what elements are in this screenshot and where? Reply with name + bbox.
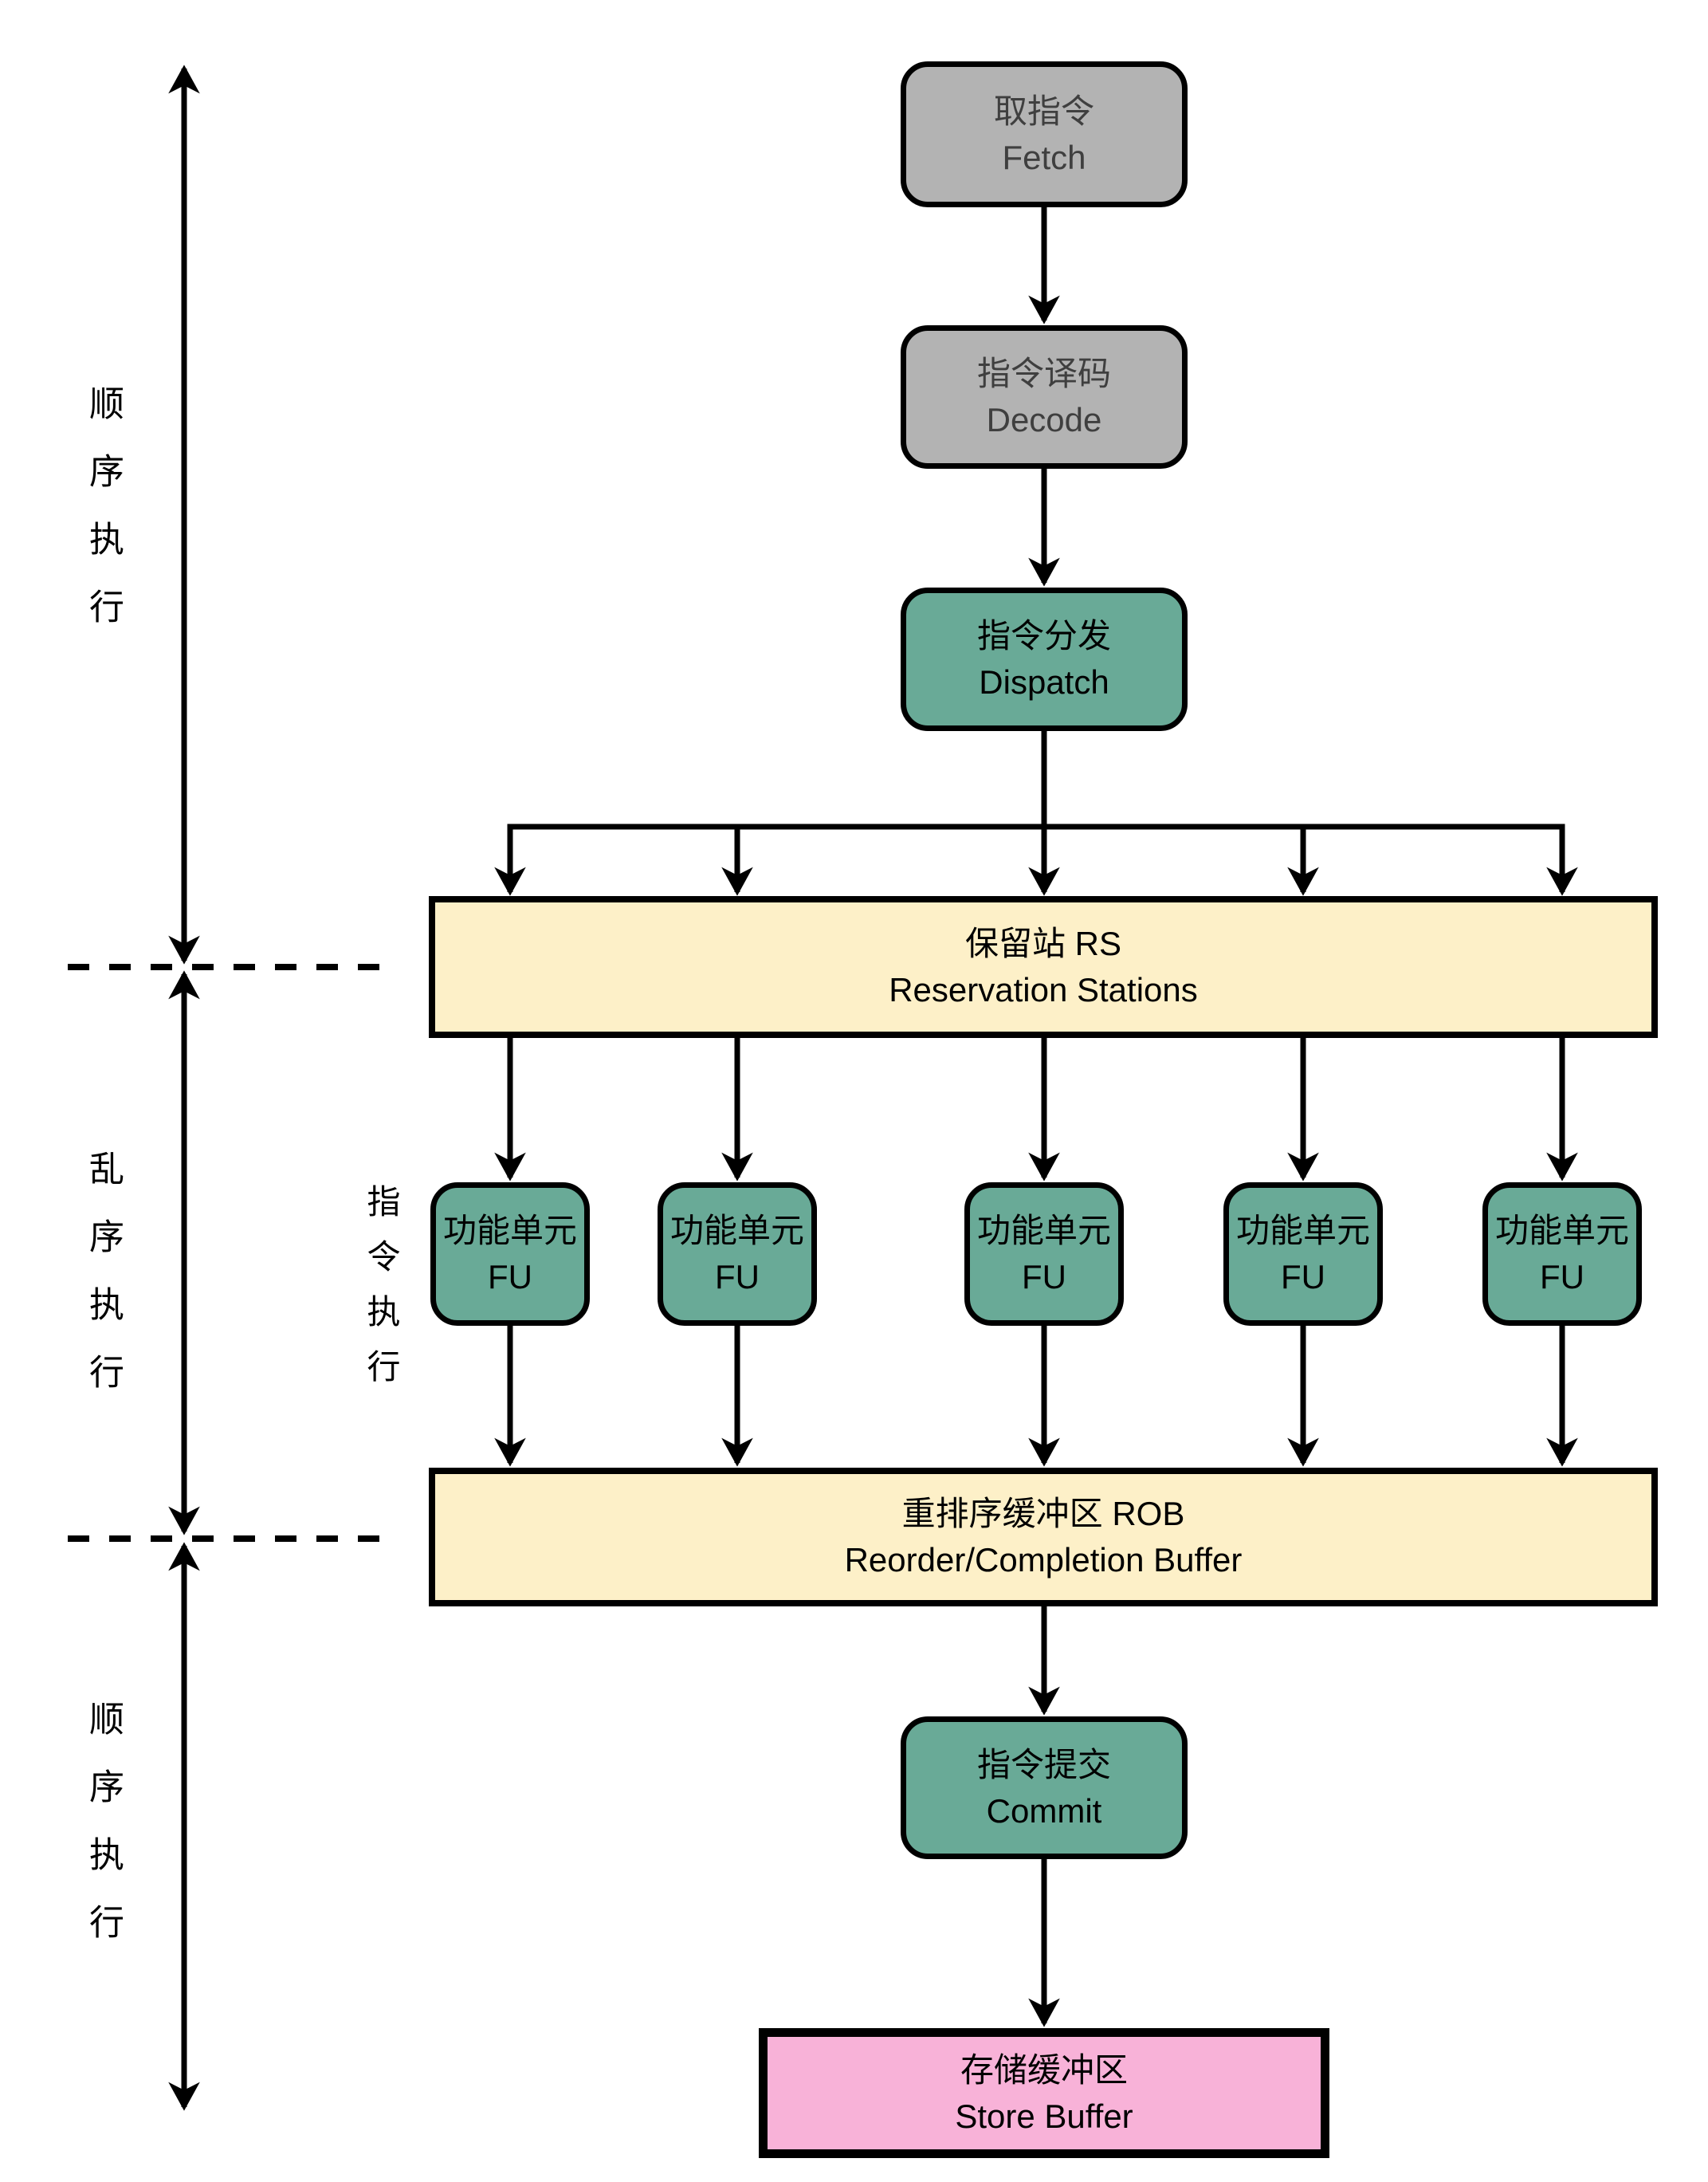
node-fu-3-label-zh: 功能单元 [976,1212,1111,1250]
node-dispatch-label-zh: 指令分发 [976,617,1111,655]
node-rob-label-zh: 重排序缓冲区 ROB [901,1495,1185,1533]
label-out-of-order: 乱序执行 [84,1150,123,1421]
node-rs-label-en: Reservation Stations [889,971,1198,1008]
node-dispatch-label-en: Dispatch [979,663,1109,701]
node-fetch-label-zh: 取指令 [993,92,1094,130]
node-fu-5-label-en: FU [1540,1258,1584,1295]
node-rs-label-zh: 保留站 RS [964,925,1121,963]
node-decode: 指令译码 Decode [901,325,1188,469]
node-fu-1-label-en: FU [488,1258,532,1295]
node-fu-1: 功能单元 FU [430,1182,590,1326]
node-fu-4-label-zh: 功能单元 [1235,1212,1370,1250]
node-reorder-buffer: 重排序缓冲区 ROB Reorder/Completion Buffer [429,1468,1658,1606]
node-fu-5: 功能单元 FU [1482,1182,1642,1326]
node-fu-2: 功能单元 FU [658,1182,817,1326]
node-rob-label-en: Reorder/Completion Buffer [844,1541,1243,1579]
node-fu-1-label-zh: 功能单元 [442,1212,577,1250]
node-fu-4-label-en: FU [1281,1258,1325,1295]
node-fu-3: 功能单元 FU [964,1182,1124,1326]
label-in-order-top: 顺序执行 [84,385,123,656]
node-decode-label-en: Decode [986,401,1102,438]
node-fu-3-label-en: FU [1022,1258,1066,1295]
node-fu-4: 功能单元 FU [1223,1182,1383,1326]
node-fetch-label-en: Fetch [1002,138,1086,176]
node-decode-label-zh: 指令译码 [976,355,1111,393]
node-commit-label-en: Commit [986,1791,1102,1830]
label-instruction-execution: 指令执行 [363,1184,400,1404]
node-store-label-zh: 存储缓冲区 [960,2050,1128,2089]
node-commit: 指令提交 Commit [901,1716,1188,1859]
node-dispatch: 指令分发 Dispatch [901,588,1188,731]
node-fetch: 取指令 Fetch [901,61,1188,207]
node-fu-2-label-en: FU [715,1258,760,1295]
node-store-buffer: 存储缓冲区 Store Buffer [759,2028,1329,2158]
label-in-order-bottom: 顺序执行 [84,1700,123,1972]
node-commit-label-zh: 指令提交 [976,1745,1111,1783]
node-store-label-en: Store Buffer [955,2097,1133,2135]
node-fu-5-label-zh: 功能单元 [1494,1212,1629,1250]
node-reservation-stations: 保留站 RS Reservation Stations [429,896,1658,1038]
node-fu-2-label-zh: 功能单元 [669,1212,804,1250]
